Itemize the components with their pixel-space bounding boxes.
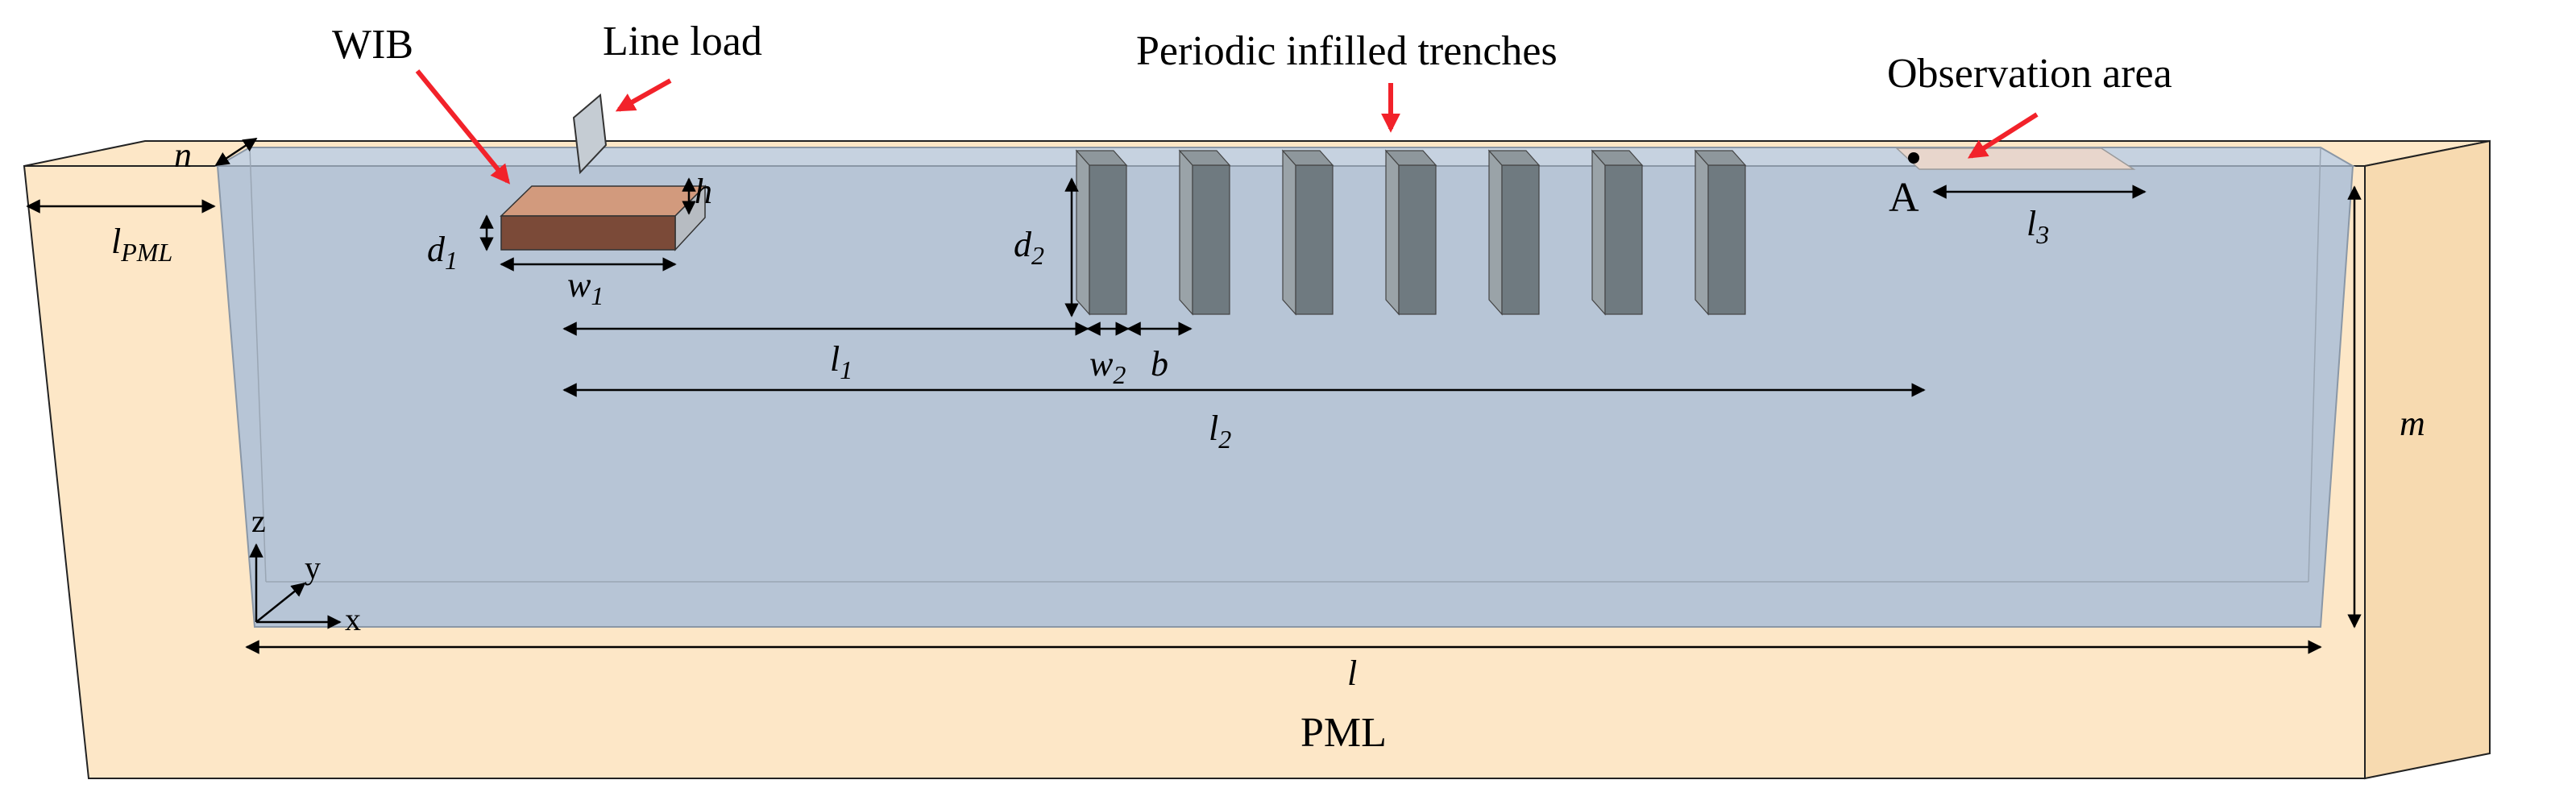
observation-area-label: Observation area	[1887, 51, 2172, 97]
wib-block	[500, 185, 707, 251]
point-a-marker	[1908, 152, 1919, 164]
trench-front-face	[1089, 164, 1127, 315]
l-pml-label: lPML	[111, 222, 172, 267]
line-load-label: Line load	[603, 19, 762, 64]
line-load-pointer-arrow	[615, 78, 672, 112]
pml-right-face	[2364, 139, 2491, 780]
l-label: l	[1347, 653, 1357, 693]
axis-y-label: y	[305, 550, 321, 586]
wib-pointer-arrow	[415, 69, 511, 185]
w1-label: w1	[567, 265, 604, 310]
point-a-label: A	[1889, 175, 1919, 221]
wib-front-face	[500, 215, 676, 251]
trench-side-face	[1076, 149, 1090, 316]
w2-label: w2	[1089, 344, 1126, 389]
l1-label: l1	[830, 339, 852, 384]
trench	[1075, 149, 1128, 316]
b-label: b	[1151, 344, 1168, 384]
trench-side-face	[1591, 149, 1606, 316]
trench-top-face	[1694, 150, 1747, 166]
trench-top-face	[1591, 150, 1644, 166]
n-label: n	[174, 135, 192, 175]
wib-top-face	[500, 185, 707, 217]
l2-label: l2	[1209, 409, 1231, 454]
axis-y-line	[255, 582, 306, 623]
observation-pointer-arrow	[1967, 112, 2039, 159]
trench	[1694, 149, 1747, 316]
m-label: m	[2400, 404, 2425, 443]
trench-top-face	[1384, 150, 1437, 166]
periodic-trenches-label: Periodic infilled trenches	[1136, 28, 1558, 74]
trench-front-face	[1604, 164, 1643, 315]
axis-x-label: x	[345, 601, 361, 637]
trench	[1281, 149, 1334, 316]
d1-label: d1	[427, 230, 458, 275]
coordinate-axes	[249, 543, 342, 629]
trench-side-face	[1179, 149, 1193, 316]
trench	[1178, 149, 1231, 316]
dimension-lines	[26, 137, 2362, 654]
trench	[1591, 149, 1644, 316]
line-load-plate	[572, 93, 608, 175]
trench-top-face	[1178, 150, 1231, 166]
trench-front-face	[1398, 164, 1437, 315]
trench-top-face	[1281, 150, 1334, 166]
trench	[1487, 149, 1541, 316]
trench-front-face	[1192, 164, 1230, 315]
pml-label: PML	[1300, 710, 1387, 756]
d2-label: d2	[1014, 225, 1044, 270]
observation-area	[1895, 147, 2136, 170]
trench-side-face	[1385, 149, 1400, 316]
trench-group	[1075, 149, 1747, 316]
trench-top-face	[1487, 150, 1541, 166]
trench-front-face	[1501, 164, 1540, 315]
wib-label: WIB	[332, 22, 413, 68]
axis-z-label: z	[251, 503, 266, 539]
trench-front-face	[1707, 164, 1746, 315]
trench-side-face	[1282, 149, 1296, 316]
l3-label: l3	[2026, 204, 2049, 249]
trench-front-face	[1295, 164, 1334, 315]
h-label: h	[695, 172, 712, 211]
trench-top-face	[1075, 150, 1128, 166]
trench	[1384, 149, 1437, 316]
trench-side-face	[1488, 149, 1503, 316]
trench-side-face	[1695, 149, 1709, 316]
dim-n	[214, 137, 258, 167]
